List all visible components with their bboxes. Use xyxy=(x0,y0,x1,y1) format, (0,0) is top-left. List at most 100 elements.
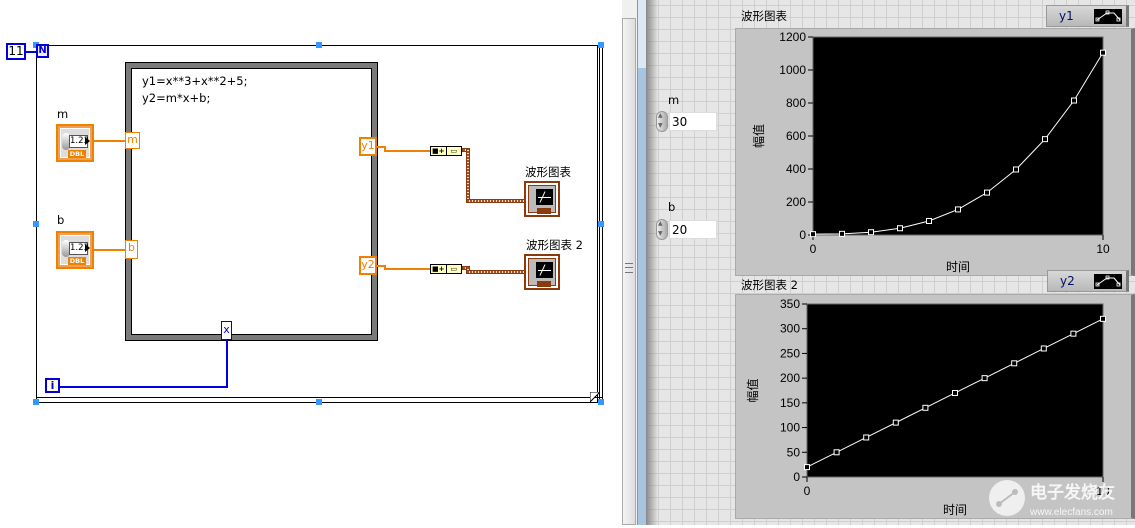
legend-label: y1 xyxy=(1059,9,1074,23)
y-tick-label: 250 xyxy=(780,346,800,360)
data-point xyxy=(810,231,816,238)
data-point xyxy=(1070,330,1077,337)
formula-input-b[interactable]: b xyxy=(125,240,138,259)
waveform-wire-1[interactable] xyxy=(466,199,526,203)
resize-handle[interactable] xyxy=(598,399,604,405)
waveform-chart-terminal-1[interactable] xyxy=(524,181,560,217)
wire-y2[interactable] xyxy=(384,268,430,270)
data-point xyxy=(1100,49,1106,56)
formula-text[interactable]: y1=x**3+x**2+5; y2=m*x+b; xyxy=(131,68,372,335)
loop-count-constant[interactable]: 11 xyxy=(6,43,26,60)
y-tick-label: 0 xyxy=(793,470,800,484)
waveform-wire-1[interactable] xyxy=(466,148,470,202)
resize-handle[interactable] xyxy=(316,399,322,405)
x-tick-label: 10 xyxy=(1096,242,1110,256)
build-waveform-1[interactable]: ■+▭ xyxy=(430,146,462,156)
data-point xyxy=(1013,166,1019,173)
wire-b[interactable] xyxy=(94,249,126,251)
wire-y1[interactable] xyxy=(377,146,385,148)
numeric-control-m[interactable]: 1.23 DBL xyxy=(56,124,94,162)
data-point xyxy=(1071,97,1077,104)
y-tick-label: 200 xyxy=(786,195,806,209)
formula-line: y2=m*x+b; xyxy=(142,91,211,105)
wire-x-vertical[interactable] xyxy=(226,340,228,387)
y-tick-label: 150 xyxy=(780,396,800,410)
y-tick-label: 300 xyxy=(780,322,800,336)
numeric-control-m[interactable]: 30 xyxy=(656,111,718,132)
numeric-control-b[interactable]: 20 xyxy=(656,219,718,240)
plot-area xyxy=(812,36,1104,236)
formula-node[interactable]: y1=x**3+x**2+5; y2=m*x+b; xyxy=(125,62,378,341)
y-tick-label: 200 xyxy=(780,371,800,385)
increment-decrement-icon[interactable] xyxy=(656,219,668,240)
watermark-cn: 电子发烧友 xyxy=(1030,482,1115,502)
data-point xyxy=(1040,345,1047,352)
waveform-chart-terminal-2[interactable] xyxy=(524,254,560,290)
y-tick-label: 0 xyxy=(799,228,806,242)
increment-decrement-icon[interactable] xyxy=(656,111,668,132)
count-wire[interactable] xyxy=(26,51,36,53)
numeric-field-b[interactable]: 20 xyxy=(669,220,717,239)
x-tick-label: 0 xyxy=(804,484,811,498)
resize-handle[interactable] xyxy=(33,399,39,405)
wire-y2[interactable] xyxy=(384,265,386,268)
data-point xyxy=(833,449,840,456)
wire-m[interactable] xyxy=(94,140,126,142)
resize-handle[interactable] xyxy=(598,42,604,48)
numeric-glyph: 1.23 xyxy=(69,242,89,255)
waveform-chart-icon xyxy=(536,189,553,205)
iteration-terminal[interactable]: i xyxy=(45,378,60,393)
data-point xyxy=(868,229,874,236)
knob-icon xyxy=(62,133,70,150)
numeric-field-m[interactable]: 30 xyxy=(669,112,717,131)
data-point xyxy=(926,217,932,224)
y-tick-label: 100 xyxy=(780,421,800,435)
y-tick-label: 800 xyxy=(786,96,806,110)
numeric-control-b[interactable]: 1.23 DBL xyxy=(56,231,94,269)
output-arrow-icon xyxy=(85,244,90,252)
resize-handle[interactable] xyxy=(33,221,39,227)
dbl-type-badge: DBL xyxy=(68,257,86,265)
waveform-chart-icon xyxy=(536,262,553,278)
wire-y1[interactable] xyxy=(384,150,430,152)
wire-y2[interactable] xyxy=(377,265,385,267)
control-label-m: m xyxy=(57,107,69,121)
waveform-wire-2[interactable] xyxy=(466,270,526,274)
y-tick-label: 1000 xyxy=(779,63,806,77)
data-point xyxy=(955,206,961,213)
y-tick-label: 400 xyxy=(786,162,806,176)
build-waveform-2[interactable]: ■+▭ xyxy=(430,264,462,274)
plot-style-icon xyxy=(1094,274,1122,289)
resize-handle[interactable] xyxy=(598,221,604,227)
data-point xyxy=(804,464,810,471)
data-point xyxy=(863,434,870,441)
y-axis-label: 幅值 xyxy=(745,378,760,402)
formula-output-y1[interactable]: y1 xyxy=(359,137,377,156)
control-label-m: m xyxy=(668,93,680,107)
resize-corner-icon[interactable] xyxy=(590,392,600,402)
y-tick-label: 600 xyxy=(786,129,806,143)
watermark: 电子发烧友 www.elecfans.com xyxy=(985,470,1135,525)
wire-y1[interactable] xyxy=(384,146,386,150)
data-point xyxy=(1011,360,1018,367)
resize-handle[interactable] xyxy=(316,42,322,48)
loop-count-terminal[interactable]: N xyxy=(36,44,49,58)
formula-input-x[interactable]: x xyxy=(221,321,232,340)
data-point xyxy=(981,375,988,382)
wire-i-horizontal[interactable] xyxy=(60,386,228,388)
window-splitter[interactable] xyxy=(637,0,646,525)
grip-icon xyxy=(625,263,633,273)
plot-legend[interactable]: y1 xyxy=(1046,5,1129,27)
plot-legend[interactable]: y2 xyxy=(1047,270,1129,292)
formula-input-m[interactable]: m xyxy=(125,132,140,149)
panel-shadow xyxy=(646,0,658,525)
y-tick-label: 1200 xyxy=(779,30,806,44)
data-point xyxy=(952,389,958,396)
formula-output-y2[interactable]: y2 xyxy=(359,256,377,275)
x-axis-label: 时间 xyxy=(943,503,967,517)
chart-indicator-label: 波形图表 xyxy=(525,165,571,179)
